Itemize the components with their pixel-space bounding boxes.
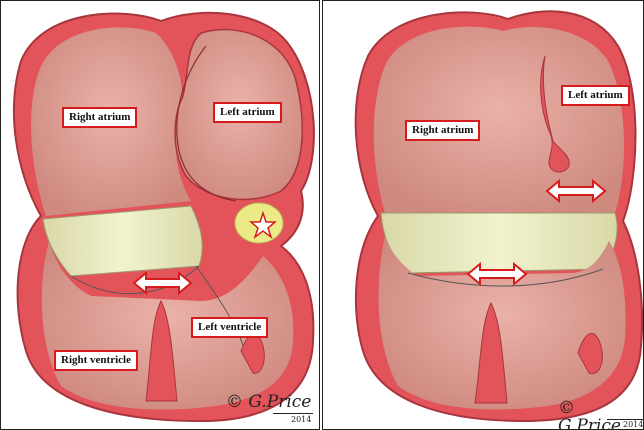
heart-panel-left: Right atrium Left atrium Left ventricle … xyxy=(0,0,320,430)
signature-year: 2014 xyxy=(623,420,643,429)
heart-panel-right: Right atrium Left atrium © G.Price 2014 xyxy=(322,0,644,430)
signature-rule xyxy=(273,413,313,414)
valve-ring xyxy=(43,206,202,276)
label-right-ventricle: Right ventricle xyxy=(54,350,138,371)
heart-illustration-right xyxy=(323,1,644,430)
label-left-atrium: Left atrium xyxy=(561,85,630,106)
label-left-ventricle: Left ventricle xyxy=(191,317,268,338)
heart-illustration-left xyxy=(1,1,320,430)
label-left-atrium: Left atrium xyxy=(213,102,282,123)
signature-year: 2014 xyxy=(291,415,311,424)
signature: © G.Price xyxy=(226,393,311,411)
label-right-atrium: Right atrium xyxy=(62,107,137,128)
common-valve-ring xyxy=(381,213,617,273)
label-right-atrium: Right atrium xyxy=(405,120,480,141)
